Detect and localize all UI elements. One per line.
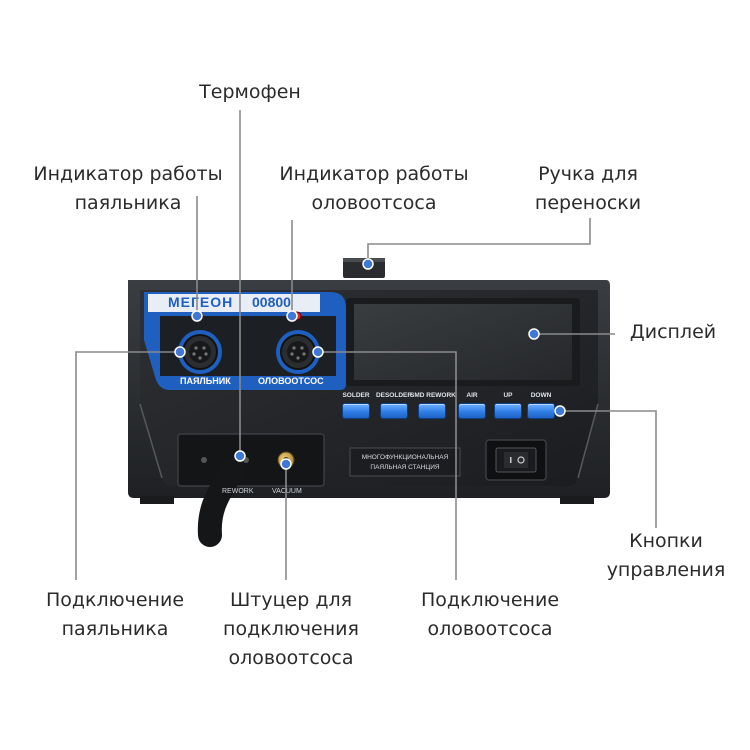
marker-display — [528, 328, 540, 340]
up-button[interactable] — [495, 404, 521, 418]
marker-handle — [362, 258, 374, 270]
callout-desolder-indicator-line-1: Индикатор работы — [279, 163, 469, 185]
marker-desolder-connection — [312, 346, 324, 358]
heat-gun-hose — [197, 458, 244, 547]
leader-handle — [367, 218, 591, 262]
label-plate — [349, 447, 461, 477]
callout-display: Дисплей — [618, 318, 728, 347]
button-label-up: UP — [503, 392, 513, 399]
power-switch[interactable] — [485, 439, 547, 481]
callout-iron-connection: Подключение паяльника — [20, 586, 210, 644]
leader-iron-connection — [75, 351, 180, 580]
callout-desolder-indicator: Индикатор работы оловоотсоса — [258, 160, 490, 218]
callout-handle-line-1: Ручка для — [538, 163, 638, 185]
callout-heat-gun-text: Термофен — [199, 81, 301, 103]
callout-iron-indicator-line-1: Индикатор работы — [33, 163, 223, 185]
callout-iron-connection-line-1: Подключение — [45, 589, 185, 611]
vacuum-port-label: VACUUM — [272, 488, 302, 495]
callout-iron-indicator: Индикатор работы паяльника — [12, 160, 244, 218]
callout-handle-line-2: переноски — [534, 192, 642, 214]
callout-nozzle-line-3: оловоотсоса — [228, 647, 354, 669]
rework-port-label: REWORK — [222, 488, 254, 495]
desolder-connector[interactable] — [276, 330, 320, 374]
plate-line-1: МНОГОФУНКЦИОНАЛЬНАЯ — [361, 454, 449, 461]
marker-iron-connection — [174, 346, 186, 358]
model-number: 00800 — [252, 294, 291, 310]
air-button[interactable] — [459, 404, 485, 418]
down-button[interactable] — [528, 404, 554, 418]
callout-desolder-indicator-line-2: оловоотсоса — [311, 192, 437, 214]
solder-button[interactable] — [343, 404, 369, 418]
callout-buttons: Кнопки управления — [596, 527, 736, 585]
button-label-desolder: DESOLDER — [375, 392, 413, 399]
smd-rework-button[interactable] — [419, 404, 445, 418]
marker-buttons — [554, 405, 566, 417]
callout-nozzle-line-2: подключения — [223, 618, 359, 640]
lower-panel — [177, 433, 325, 487]
callout-heat-gun: Термофен — [170, 78, 330, 107]
callout-desolder-connection-line-1: Подключение — [420, 589, 560, 611]
button-label-down: DOWN — [530, 392, 552, 399]
callout-nozzle: Штуцер для подключения оловоотсоса — [206, 586, 376, 673]
callout-display-text: Дисплей — [629, 321, 717, 343]
marker-desolder-indicator — [286, 310, 298, 322]
button-label-air: AIR — [466, 392, 478, 399]
callout-buttons-line-1: Кнопки — [629, 530, 703, 552]
button-label-smd-rework: SMD REWORK — [410, 392, 456, 399]
port-label-desolder: ОЛОВООТСОС — [258, 376, 324, 386]
callout-iron-connection-line-2: паяльника — [61, 618, 169, 640]
port-label-iron: ПАЯЛЬНИК — [180, 376, 231, 386]
marker-heat-gun — [234, 450, 246, 462]
marker-iron-indicator — [191, 310, 203, 322]
leader-desolder-connection — [316, 351, 457, 580]
callout-desolder-connection-line-2: оловоотсоса — [427, 618, 553, 640]
iron-connector[interactable] — [178, 330, 222, 374]
leader-buttons — [560, 410, 657, 528]
callout-desolder-connection: Подключение оловоотсоса — [402, 586, 578, 644]
callout-nozzle-line-1: Штуцер для — [229, 589, 353, 611]
brand-logo: МЕГЕОН — [168, 294, 234, 310]
display-screen — [346, 298, 580, 386]
callout-iron-indicator-line-2: паяльника — [74, 192, 182, 214]
desolder-button[interactable] — [381, 404, 407, 418]
plate-line-2: ПАЯЛЬНАЯ СТАНЦИЯ — [370, 464, 440, 471]
callout-buttons-line-2: управления — [606, 559, 726, 581]
button-label-solder: SOLDER — [342, 392, 370, 399]
marker-nozzle — [280, 458, 292, 470]
callout-handle: Ручка для переноски — [508, 160, 668, 218]
